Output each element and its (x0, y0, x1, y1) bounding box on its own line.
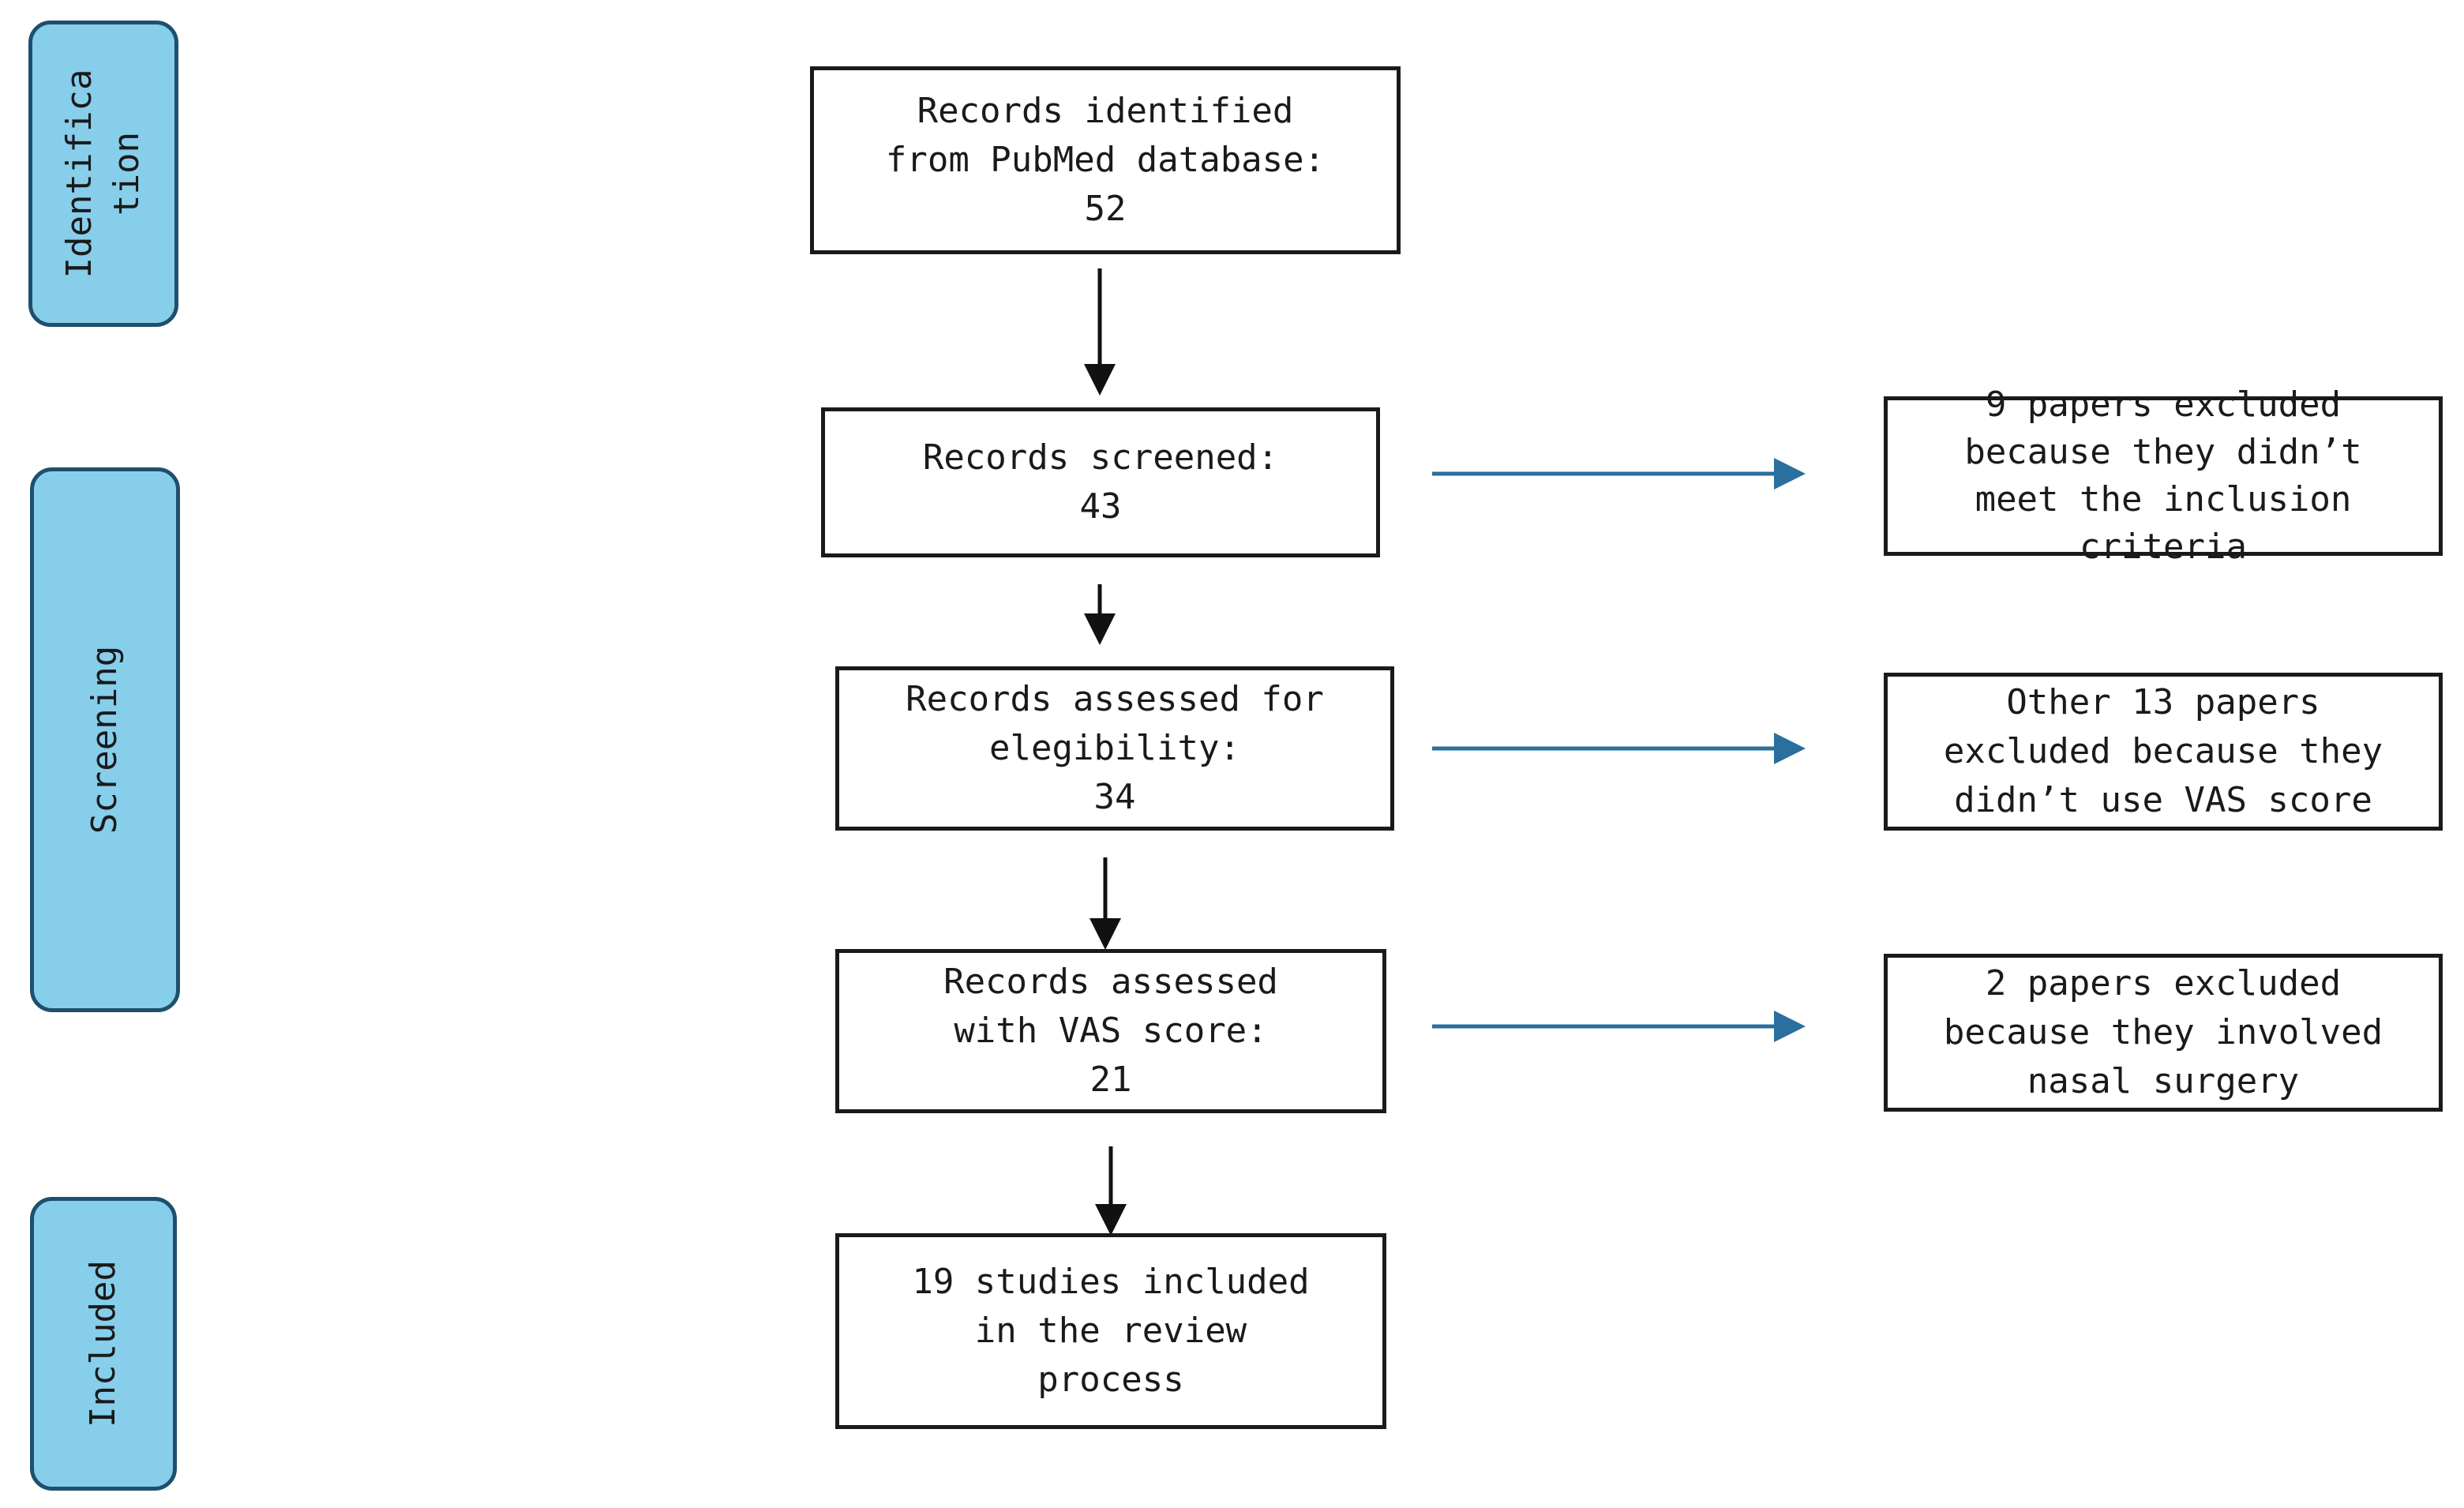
phase-identification: Identifica tion (28, 21, 178, 327)
phase-screening: Screening (30, 467, 180, 1012)
phase-included-label: Included (83, 1260, 123, 1427)
box-records-screened: Records screened: 43 (821, 407, 1380, 557)
box-records-eligibility: Records assessed for elegibility: 34 (835, 666, 1394, 831)
box-records-identified: Records identified from PubMed database:… (810, 66, 1401, 254)
phase-included: Included (30, 1197, 177, 1491)
box-records-vas: Records assessed with VAS score: 21 (835, 949, 1386, 1113)
box-excluded-surgery: 2 papers excluded because they involved … (1884, 954, 2443, 1112)
box-studies-included: 19 studies included in the review proces… (835, 1233, 1386, 1429)
phase-identification-label: Identifica tion (59, 69, 147, 279)
box-excluded-no-vas: Other 13 papers excluded because they di… (1884, 673, 2443, 831)
box-excluded-criteria: 9 papers excluded because they didn’t me… (1884, 385, 2443, 567)
phase-screening-label: Screening (84, 645, 125, 835)
